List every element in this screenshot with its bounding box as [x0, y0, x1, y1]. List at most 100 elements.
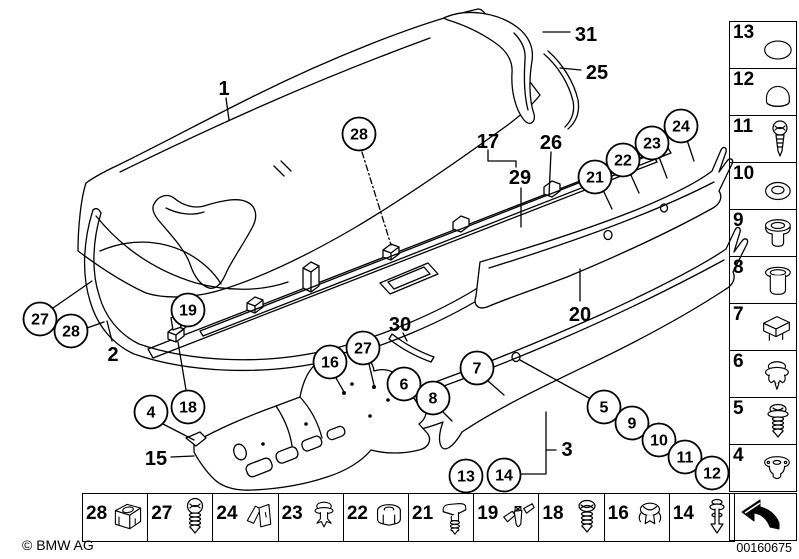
callout-circle-13[interactable]: 13 — [448, 458, 484, 494]
label-17[interactable]: 17 — [477, 131, 499, 153]
sidebar-item-10[interactable]: 10 — [730, 163, 796, 210]
sidebar-item-6[interactable]: 6 — [730, 351, 796, 398]
sidebar-item-4[interactable]: 4 — [730, 445, 796, 491]
tapping-screw-icon — [772, 120, 788, 157]
sidebar-item-number: 13 — [733, 22, 755, 43]
panel-3-hole-1 — [511, 351, 521, 363]
callout-circle-22[interactable]: 22 — [605, 142, 641, 178]
sealing-plug-icon — [764, 456, 790, 480]
bottom-item-21[interactable]: 21 — [409, 494, 475, 541]
sidebar-item-7[interactable]: 7 — [730, 304, 796, 351]
screw-with-washer-icon — [767, 403, 789, 438]
svg-text:18: 18 — [179, 400, 197, 417]
leader-lines — [52, 31, 695, 475]
push-rivet-icon — [314, 501, 334, 528]
label-1[interactable]: 1 — [218, 78, 229, 100]
svg-text:9: 9 — [628, 416, 637, 433]
plain-labels: 1 31 25 17 29 26 2 15 30 20 3 — [107, 24, 608, 470]
cage-nut-clip-icon — [115, 503, 142, 530]
panel-20-hole-1 — [603, 229, 613, 241]
callout-circle-5[interactable]: 5 — [586, 389, 622, 425]
sidebar-item-number: 7 — [733, 304, 744, 325]
expanding-clip-icon — [764, 361, 789, 390]
bottom-item-23[interactable]: 23 — [279, 494, 344, 541]
trunk-lid-recess-accent — [165, 207, 205, 215]
callout-circle-10[interactable]: 10 — [641, 422, 677, 458]
plate-holes — [233, 425, 346, 478]
callout-circle-8[interactable]: 8 — [415, 380, 451, 416]
callout-circle-27-mid[interactable]: 27 — [345, 330, 381, 366]
callout-circle-28-left[interactable]: 28 — [53, 313, 89, 349]
callout-circle-14[interactable]: 14 — [486, 457, 522, 493]
parts-layer — [77, 8, 749, 491]
svg-text:6: 6 — [400, 377, 409, 394]
callout-circle-4[interactable]: 4 — [133, 394, 169, 430]
svg-text:23: 23 — [643, 136, 661, 153]
svg-text:19: 19 — [179, 303, 197, 320]
svg-text:16: 16 — [321, 355, 339, 372]
callout-circle-12[interactable]: 12 — [694, 455, 730, 491]
bottom-item-22[interactable]: 22 — [344, 494, 410, 541]
callout-circle-18[interactable]: 18 — [170, 389, 206, 425]
svg-text:13: 13 — [457, 469, 475, 486]
svg-text:5: 5 — [600, 400, 609, 417]
sidebar-item-11[interactable]: 11 — [730, 116, 796, 163]
part-seal-inner — [93, 212, 477, 361]
flange-nut-icon — [376, 504, 401, 526]
bottom-item-18[interactable]: 18 — [539, 494, 605, 541]
callout-circle-11[interactable]: 11 — [667, 439, 703, 475]
tapping-screw-icon — [578, 499, 596, 533]
svg-text:27: 27 — [31, 312, 49, 329]
svg-text:4: 4 — [147, 405, 156, 422]
label-3[interactable]: 3 — [561, 439, 572, 461]
spoiler-inner-line — [513, 32, 529, 111]
speed-marks — [273, 160, 292, 177]
callout-circle-16[interactable]: 16 — [312, 344, 348, 380]
bottom-item-14[interactable]: 14 — [670, 494, 734, 541]
callout-circle-23[interactable]: 23 — [634, 125, 670, 161]
callout-circle-28-top[interactable]: 28 — [341, 116, 377, 152]
bottom-item-27[interactable]: 27 — [148, 494, 214, 541]
svg-text:28: 28 — [62, 324, 80, 341]
panel-20-inner-line — [488, 181, 715, 269]
sidebar-item-12[interactable]: 12 — [730, 69, 796, 116]
bottom-item-28[interactable]: 28 — [83, 494, 149, 541]
callout-circle-24[interactable]: 24 — [663, 108, 699, 144]
pin-rivet-icon — [709, 498, 725, 534]
sidebar-item-8[interactable]: 8 — [730, 257, 796, 304]
label-15[interactable]: 15 — [145, 448, 167, 470]
bottom-item-19[interactable]: 19 — [474, 494, 540, 541]
callout-circle-6[interactable]: 6 — [386, 366, 422, 402]
svg-text:11: 11 — [677, 450, 694, 467]
label-31[interactable]: 31 — [575, 24, 597, 46]
label-26[interactable]: 26 — [540, 132, 562, 154]
callout-circle-7[interactable]: 7 — [459, 350, 495, 386]
bottom-item-24[interactable]: 24 — [213, 494, 279, 541]
svg-text:21: 21 — [586, 170, 604, 187]
sidebar-item-5[interactable]: 5 — [730, 398, 796, 445]
svg-text:12: 12 — [703, 466, 721, 483]
bottom-item-number: 21 — [412, 503, 434, 524]
plate-rivet-dots — [261, 382, 390, 446]
callout-circle-21[interactable]: 21 — [577, 159, 613, 195]
callout-circle-27-left[interactable]: 27 — [22, 301, 58, 337]
pan-head-screw-icon — [187, 497, 204, 534]
svg-text:28: 28 — [350, 127, 368, 144]
callout-circle-9[interactable]: 9 — [614, 405, 650, 441]
washer-icon — [765, 181, 791, 201]
label-2[interactable]: 2 — [107, 344, 118, 366]
label-20[interactable]: 20 — [569, 304, 591, 326]
part-trim-panel-3 — [392, 226, 749, 450]
bottom-item-16[interactable]: 16 — [605, 494, 670, 541]
bottom-item-number: 24 — [216, 503, 238, 524]
sidebar-item-13[interactable]: 13 — [730, 22, 796, 69]
sidebar-item-9[interactable]: 9 — [730, 210, 796, 257]
part-thin-strip — [199, 147, 672, 337]
label-29[interactable]: 29 — [509, 167, 531, 189]
circled-callouts: 27 28 28 19 18 4 16 27 6 8 7 21 22 23 24… — [22, 108, 730, 494]
label-25[interactable]: 25 — [586, 62, 608, 84]
callout-circle-19[interactable]: 19 — [170, 292, 206, 328]
label-30[interactable]: 30 — [389, 314, 411, 336]
